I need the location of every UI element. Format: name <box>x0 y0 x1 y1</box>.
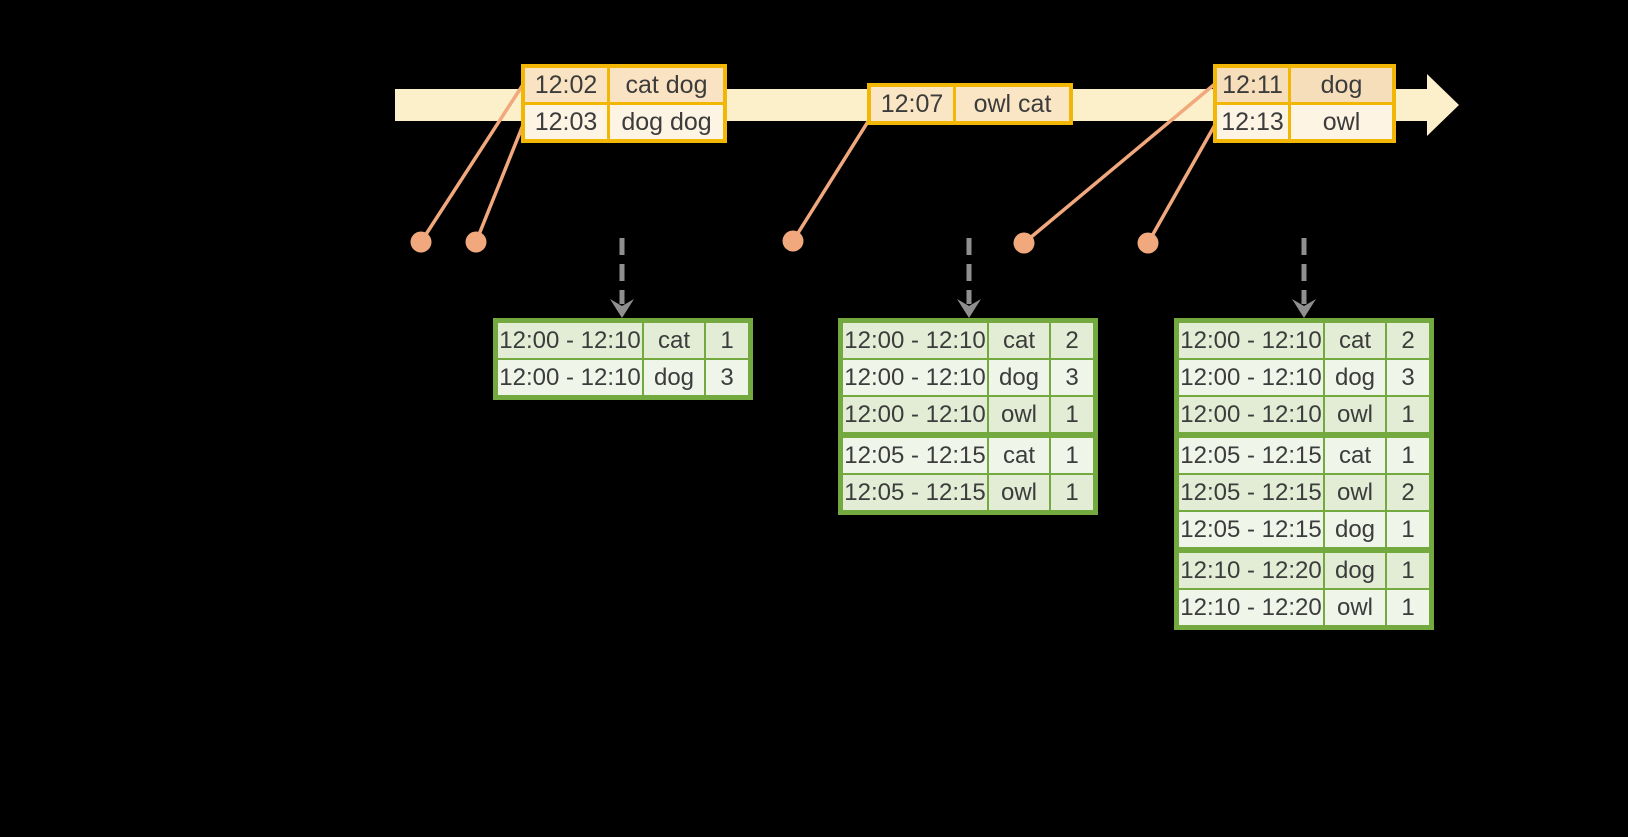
word-cell: owl <box>989 475 1049 510</box>
count-cell: 1 <box>1387 397 1429 432</box>
count-cell: 1 <box>1387 590 1429 625</box>
word-cell: cat <box>1325 438 1385 473</box>
event-time-cell: 12:07 <box>871 87 953 121</box>
event-time-cell: 12:03 <box>525 105 607 139</box>
window-range-cell: 12:05 - 12:15 <box>1179 475 1323 510</box>
count-cell: 1 <box>1051 397 1093 432</box>
event-dot <box>782 230 804 252</box>
event-connector-line <box>791 119 871 242</box>
event-connector-line <box>419 82 526 243</box>
word-cell: owl <box>1325 397 1385 432</box>
window-range-cell: 12:00 - 12:10 <box>843 323 987 358</box>
trigger-arrowhead-icon <box>957 299 981 318</box>
word-cell: dog <box>1325 360 1385 395</box>
word-cell: dog <box>989 360 1049 395</box>
count-cell: 1 <box>706 323 748 358</box>
event-words-cell: cat dog <box>610 68 723 102</box>
window-range-cell: 12:05 - 12:15 <box>843 438 987 473</box>
window-range-cell: 12:10 - 12:20 <box>1179 553 1323 588</box>
window-range-cell: 12:05 - 12:15 <box>1179 438 1323 473</box>
count-cell: 3 <box>1387 360 1429 395</box>
word-cell: cat <box>1325 323 1385 358</box>
trigger-arrowhead-icon <box>610 299 634 318</box>
event-dot <box>1137 232 1159 254</box>
count-cell: 2 <box>1387 323 1429 358</box>
event-time-cell: 12:02 <box>525 68 607 102</box>
event-dot <box>1013 232 1035 254</box>
event-time-cell: 12:11 <box>1217 68 1288 102</box>
word-cell: dog <box>644 360 704 395</box>
word-cell: cat <box>644 323 704 358</box>
window-range-cell: 12:10 - 12:20 <box>1179 590 1323 625</box>
event-connector-line <box>1146 122 1218 244</box>
event-time-cell: 12:13 <box>1217 105 1288 139</box>
word-cell: cat <box>989 323 1049 358</box>
window-range-cell: 12:05 - 12:15 <box>843 475 987 510</box>
trigger-arrowhead-icon <box>1292 299 1316 318</box>
window-range-cell: 12:00 - 12:10 <box>843 397 987 432</box>
word-cell: cat <box>989 438 1049 473</box>
count-cell: 1 <box>1387 512 1429 547</box>
window-range-cell: 12:00 - 12:10 <box>498 360 642 395</box>
count-cell: 3 <box>706 360 748 395</box>
window-range-cell: 12:00 - 12:10 <box>1179 360 1323 395</box>
window-range-cell: 12:00 - 12:10 <box>498 323 642 358</box>
window-range-cell: 12:00 - 12:10 <box>843 360 987 395</box>
timeline-arrowhead-icon <box>1427 74 1459 136</box>
event-dot <box>410 231 432 253</box>
event-words-cell: dog dog <box>610 105 723 139</box>
event-words-cell: dog <box>1291 68 1392 102</box>
count-cell: 1 <box>1387 438 1429 473</box>
event-words-cell: owl cat <box>956 87 1069 121</box>
window-range-cell: 12:00 - 12:10 <box>1179 397 1323 432</box>
count-cell: 3 <box>1051 360 1093 395</box>
event-words-cell: owl <box>1291 105 1392 139</box>
count-cell: 2 <box>1387 475 1429 510</box>
word-cell: dog <box>1325 512 1385 547</box>
count-cell: 1 <box>1387 553 1429 588</box>
count-cell: 2 <box>1051 323 1093 358</box>
word-cell: owl <box>1325 475 1385 510</box>
count-cell: 1 <box>1051 475 1093 510</box>
count-cell: 1 <box>1051 438 1093 473</box>
event-dot <box>465 231 487 253</box>
window-range-cell: 12:05 - 12:15 <box>1179 512 1323 547</box>
word-cell: owl <box>989 397 1049 432</box>
word-cell: owl <box>1325 590 1385 625</box>
event-connector-line <box>474 119 527 243</box>
window-range-cell: 12:00 - 12:10 <box>1179 323 1323 358</box>
word-cell: dog <box>1325 553 1385 588</box>
event-connector-line <box>1022 81 1218 245</box>
